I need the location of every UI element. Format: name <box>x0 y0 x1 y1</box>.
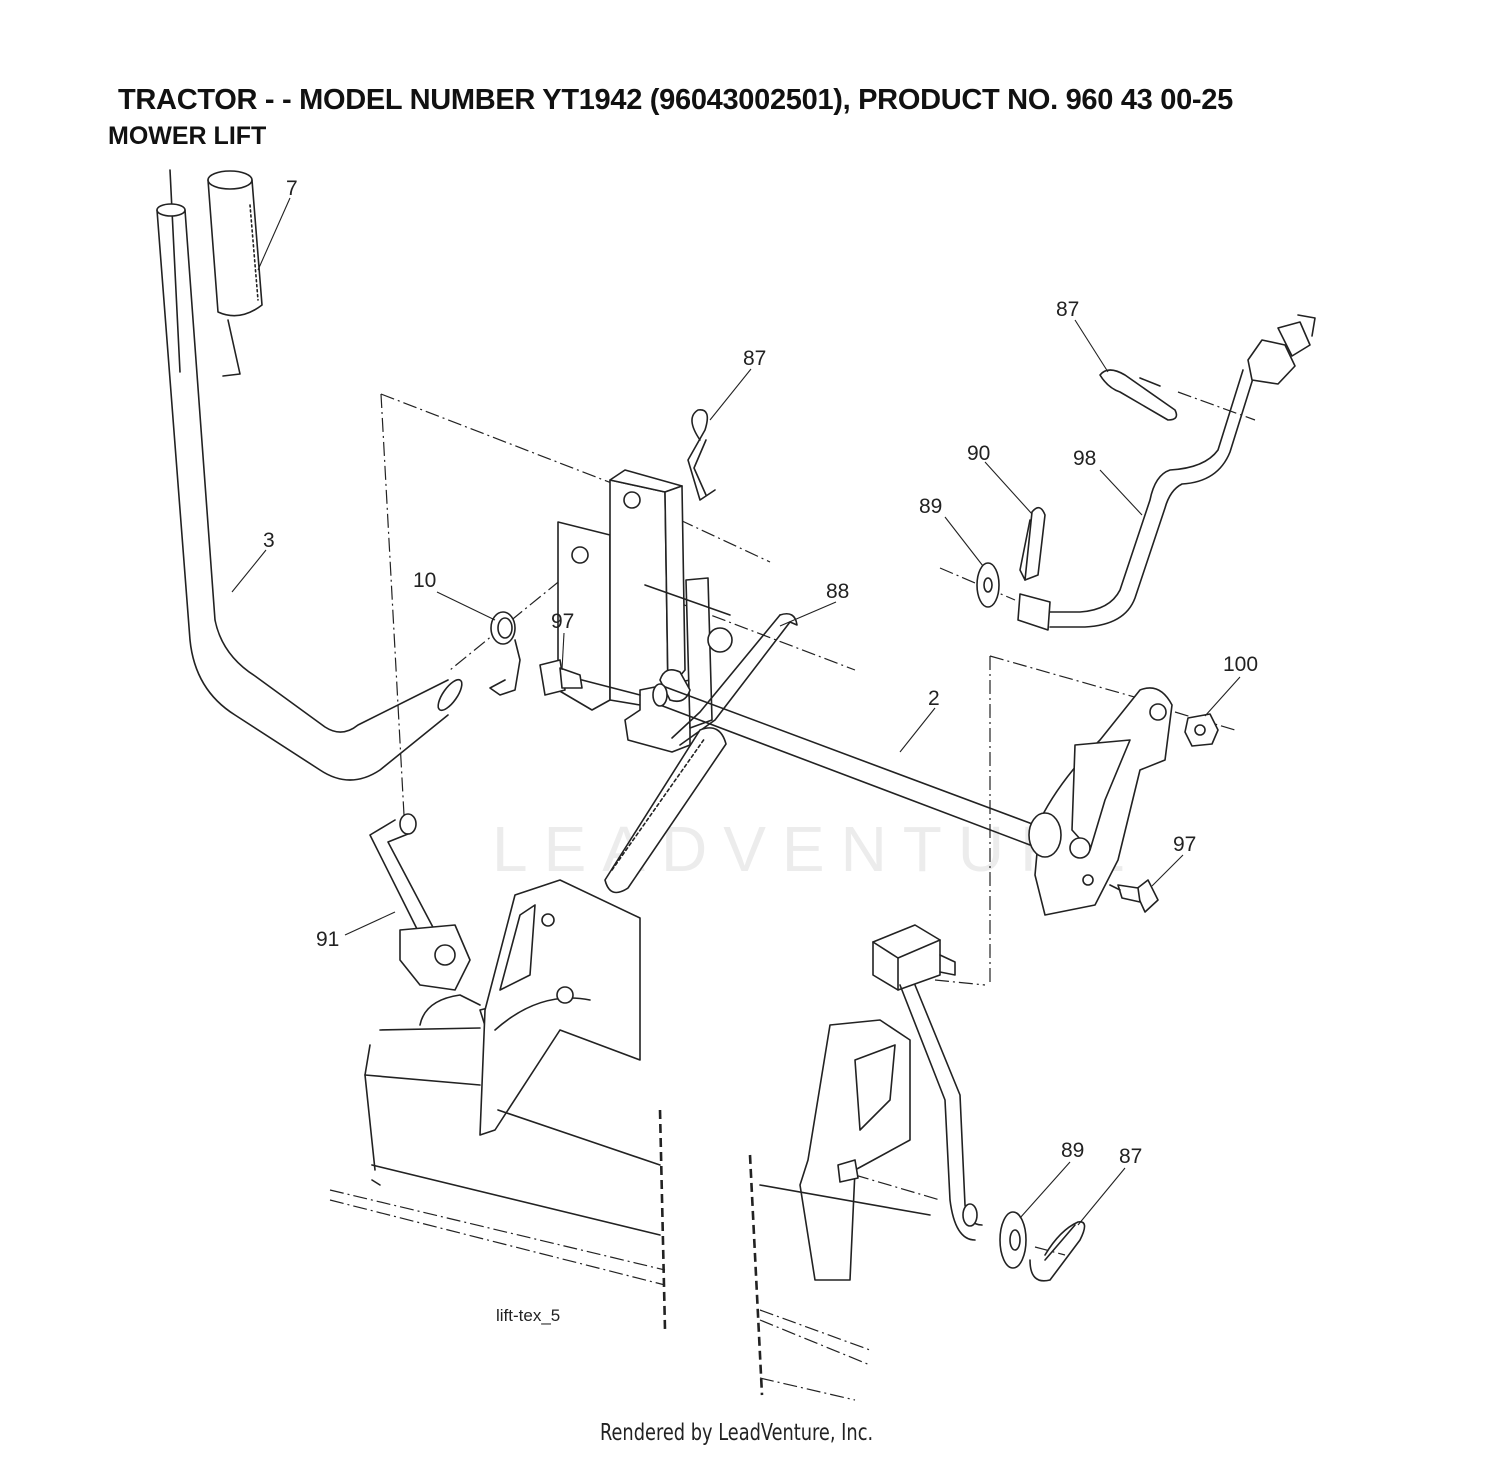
callout-89-bottom: 89 <box>1061 1139 1084 1162</box>
lever-grip-part-7 <box>169 169 263 377</box>
lift-lever-part-3 <box>156 203 463 781</box>
washer-part-89-bottom <box>999 1211 1027 1269</box>
pivot-bracket <box>557 469 733 753</box>
callout-10: 10 <box>413 569 436 592</box>
callout-87-top-left: 87 <box>743 347 766 370</box>
cross-shaft-part-2 <box>652 683 1036 846</box>
bolt-part-97-left <box>539 659 641 696</box>
hairpin-clip-part-87-c <box>1029 1221 1086 1282</box>
right-deck-bracket <box>748 924 983 1401</box>
extension-spring <box>604 727 727 894</box>
callout-2: 2 <box>928 687 940 710</box>
watermark-text: LEADVENTURE <box>492 813 1141 885</box>
bolt-part-97-right <box>1109 879 1159 913</box>
callouts: 7 3 87 87 90 98 89 10 97 88 2 100 97 91 … <box>263 177 1258 1168</box>
callout-91: 91 <box>316 928 339 951</box>
callout-87-bottom: 87 <box>1119 1145 1142 1168</box>
callout-97-right: 97 <box>1173 833 1196 856</box>
hairpin-clip-part-87-a <box>687 409 716 501</box>
mower-deck-left <box>329 1027 667 1331</box>
callout-90: 90 <box>967 442 990 465</box>
callout-88: 88 <box>826 580 849 603</box>
footer-credit: Rendered by LeadVenture, Inc. <box>600 1420 874 1446</box>
callout-7: 7 <box>286 177 298 200</box>
washer-part-89-top <box>976 562 1000 608</box>
hairpin-clip-part-87-b <box>1099 369 1178 421</box>
leader-lines <box>231 197 1241 1226</box>
spring-part-10 <box>489 611 521 696</box>
callout-100: 100 <box>1223 653 1258 676</box>
right-lift-arm <box>1028 687 1173 916</box>
callout-98: 98 <box>1073 447 1096 470</box>
rod-part-98 <box>1017 314 1316 631</box>
figure-id: lift-tex_5 <box>496 1306 560 1325</box>
nut-part-100 <box>1184 713 1219 747</box>
callout-3: 3 <box>263 529 275 552</box>
cotter-pin-part-90 <box>1019 506 1046 581</box>
callout-89-top: 89 <box>919 495 942 518</box>
section-title: MOWER LIFT <box>108 122 267 150</box>
left-deck-bracket <box>399 879 641 1136</box>
callout-87-top-right: 87 <box>1056 298 1079 321</box>
callout-97-left: 97 <box>551 610 574 633</box>
page-title: TRACTOR - - MODEL NUMBER YT1942 (9604300… <box>118 84 1233 116</box>
